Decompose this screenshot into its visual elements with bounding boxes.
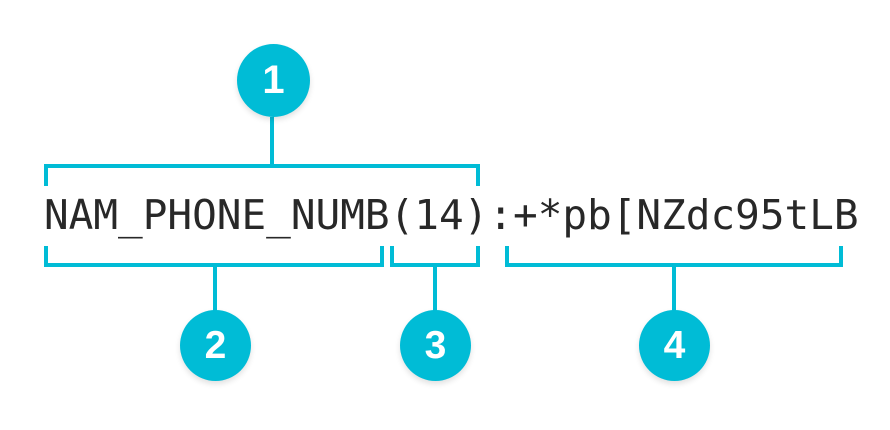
segment-value: +*pb[NZdc95tLB bbox=[513, 191, 859, 239]
segment-separator: : bbox=[488, 191, 514, 239]
segment-field-name: NAM_PHONE_NUMB bbox=[44, 191, 390, 239]
format-string: NAM_PHONE_NUMB(14):+*pb[NZdc95tLB bbox=[44, 190, 859, 240]
bracket-callout-4 bbox=[505, 246, 843, 267]
callout-badge-1: 1 bbox=[237, 44, 310, 117]
callout-badge-2: 2 bbox=[180, 310, 251, 381]
callout-badge-4: 4 bbox=[639, 310, 710, 381]
segment-length: (14) bbox=[389, 191, 489, 239]
bracket-callout-3 bbox=[390, 246, 480, 267]
callout-badge-3: 3 bbox=[400, 310, 471, 381]
bracket-callout-2 bbox=[44, 246, 384, 267]
bracket-callout-1 bbox=[44, 164, 480, 186]
